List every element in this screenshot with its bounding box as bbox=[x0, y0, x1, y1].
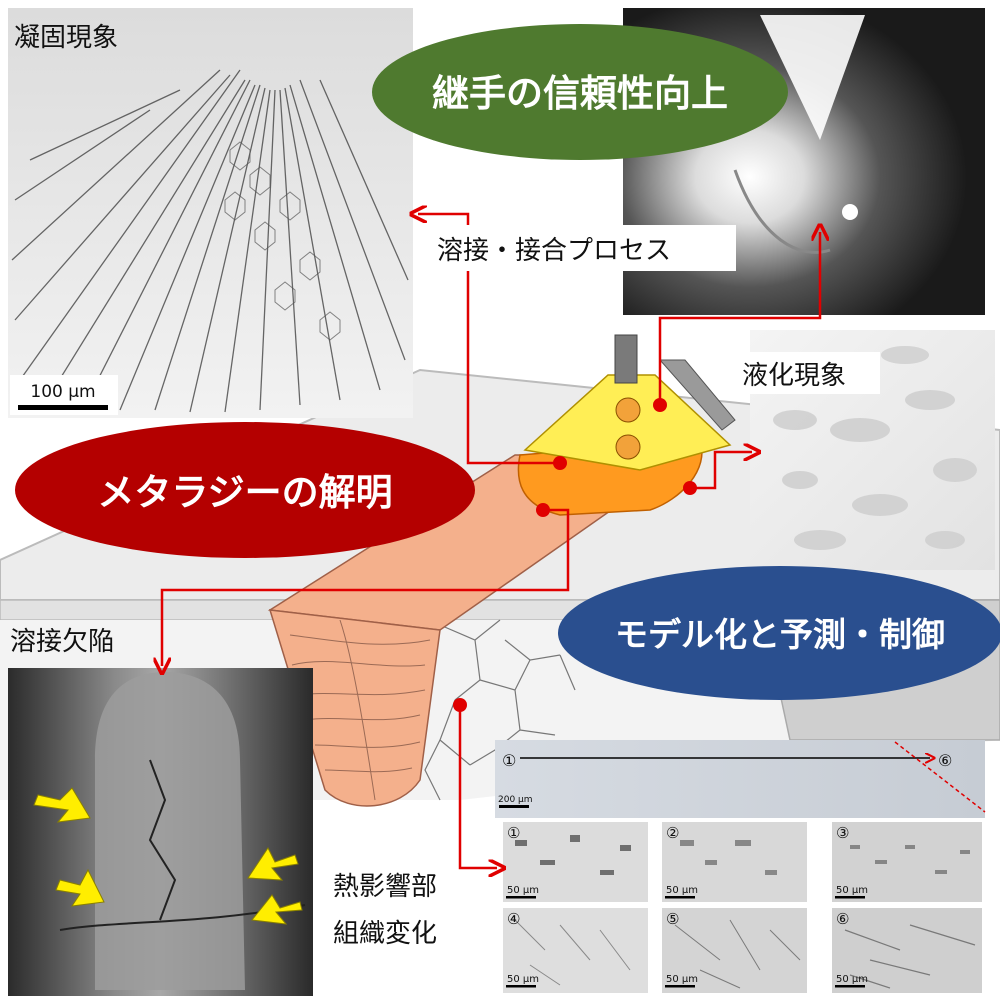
weld-defect-photo: 溶接欠陥 bbox=[8, 627, 313, 996]
micrograph-6-num: ⑥ bbox=[836, 910, 849, 928]
strip-start-num: ① bbox=[502, 751, 516, 770]
oval-reliability: 継手の信頼性向上 bbox=[372, 24, 788, 160]
strip-end-num: ⑥ bbox=[938, 751, 952, 770]
micrograph-3-scale: 50 µm bbox=[836, 885, 868, 896]
micrograph-1-num: ① bbox=[507, 824, 520, 842]
micrograph-2: ② 50 µm bbox=[662, 822, 807, 902]
heat-source bbox=[523, 334, 736, 471]
micrograph-5: ⑤ 50 µm bbox=[662, 908, 807, 993]
micrograph-5-num: ⑤ bbox=[666, 910, 679, 928]
micrograph-2-num: ② bbox=[666, 824, 679, 842]
label-solidification: 凝固現象 bbox=[14, 23, 118, 53]
micrograph-3-num: ③ bbox=[836, 824, 849, 842]
oval-modeling: モデル化と予測・制御 bbox=[558, 566, 1000, 700]
oval-metallurgy: メタラジーの解明 bbox=[15, 422, 475, 558]
micrograph-4-num: ④ bbox=[507, 910, 520, 928]
micrograph-3: ③ 50 µm bbox=[832, 822, 982, 902]
micrograph-6: ⑥ 50 µm bbox=[832, 908, 982, 993]
micrograph-1: ① 50 µm bbox=[503, 822, 648, 902]
liquation-micrograph: 液化現象 bbox=[735, 330, 995, 570]
cellular-structure bbox=[224, 141, 341, 341]
oval-metallurgy-text: メタラジーの解明 bbox=[97, 471, 392, 514]
micrograph-grid: ① 50 µm ② 50 µm ③ 50 µm ④ 50 µm bbox=[503, 822, 982, 993]
micrograph-5-scale: 50 µm bbox=[666, 974, 698, 985]
oval-reliability-text: 継手の信頼性向上 bbox=[432, 72, 728, 115]
haz-overview-strip: ① ⑥ 200 µm bbox=[495, 740, 986, 818]
oval-modeling-text: モデル化と予測・制御 bbox=[615, 615, 945, 654]
haz-grain-structure bbox=[424, 619, 576, 801]
micrograph-6-scale: 50 µm bbox=[836, 974, 868, 985]
connector-arrows bbox=[162, 214, 820, 868]
micrograph-2-scale: 50 µm bbox=[666, 885, 698, 896]
solidification-micrograph: 100 µm 凝固現象 bbox=[8, 8, 413, 418]
dendrite-lines bbox=[11, 69, 409, 413]
label-process: 溶接・接合プロセス bbox=[437, 236, 671, 266]
label-haz-line2: 組織変化 bbox=[333, 919, 437, 949]
strip-scale: 200 µm bbox=[498, 795, 533, 805]
micrograph-4: ④ 50 µm bbox=[503, 908, 648, 993]
label-liquation: 液化現象 bbox=[742, 361, 846, 391]
defect-arrows bbox=[33, 787, 303, 925]
label-defect: 溶接欠陥 bbox=[10, 627, 114, 657]
scale-bar-100um: 100 µm bbox=[30, 382, 95, 402]
connector-dots bbox=[453, 398, 697, 712]
micrograph-1-scale: 50 µm bbox=[507, 885, 539, 896]
micrograph-4-scale: 50 µm bbox=[507, 974, 539, 985]
label-haz-line1: 熱影響部 bbox=[333, 872, 437, 902]
